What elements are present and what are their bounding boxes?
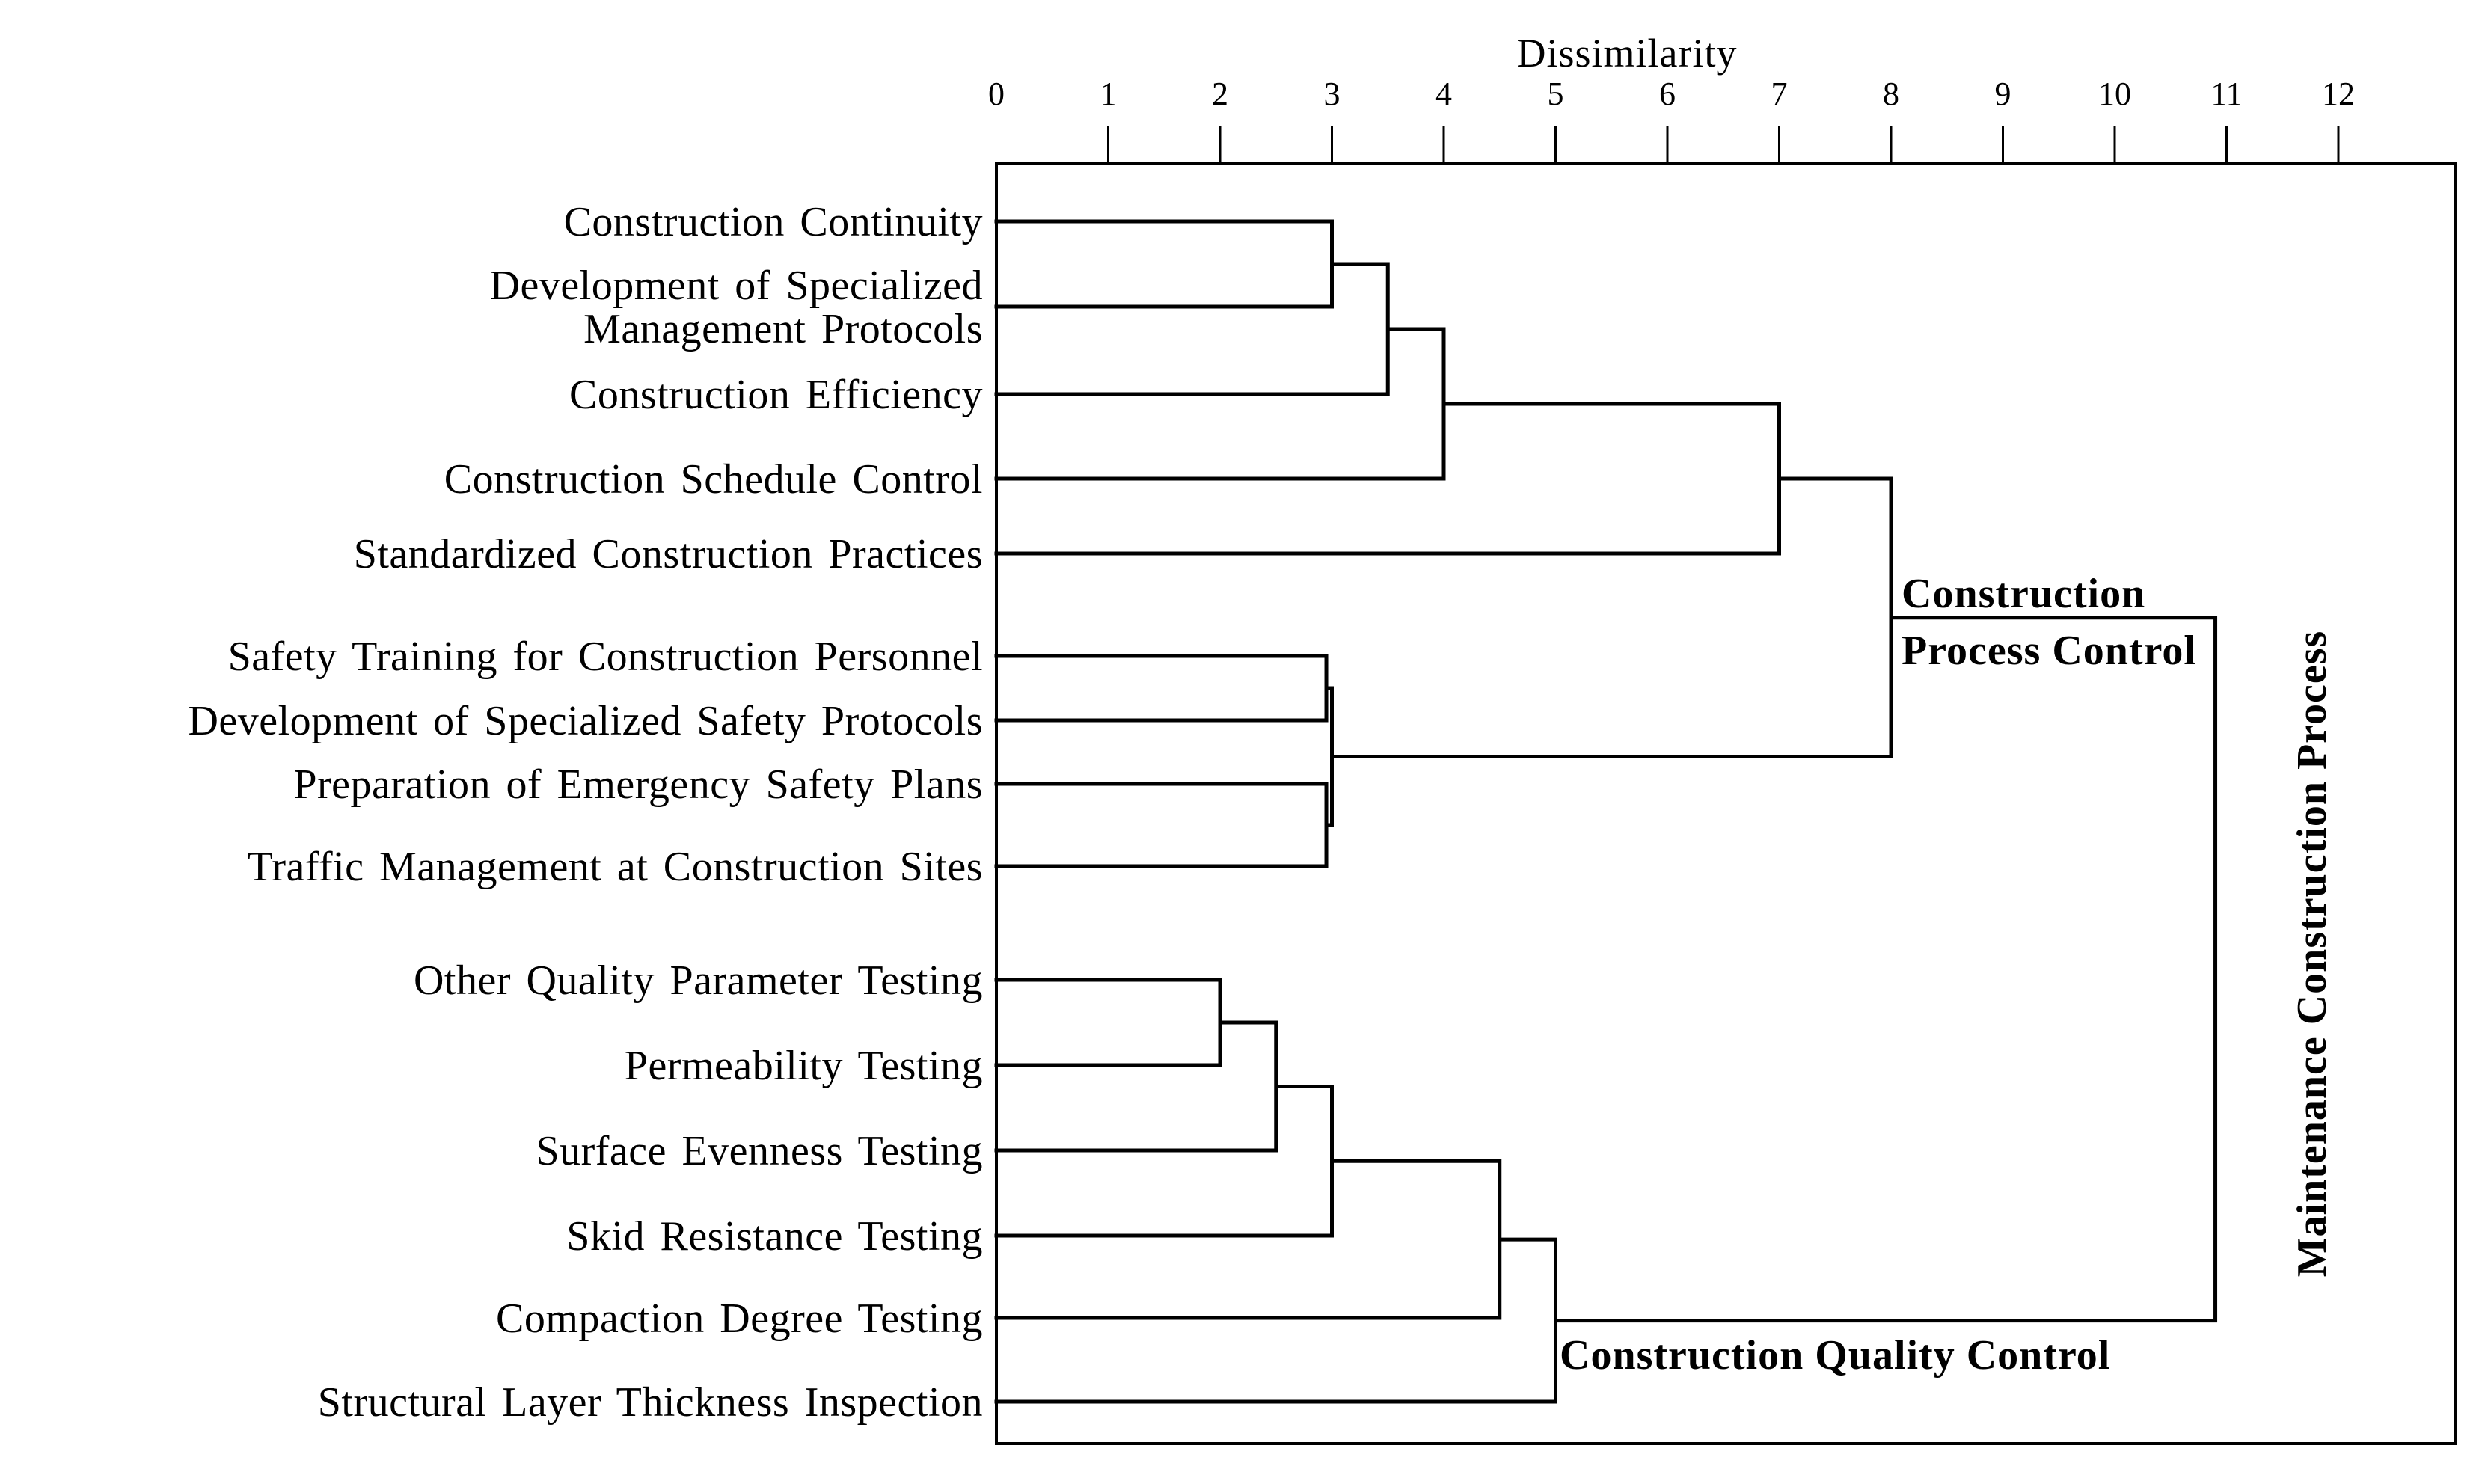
axis-tick-label: 12	[2322, 76, 2355, 112]
axis-tick-label: 9	[1995, 76, 2011, 112]
leaf-label: Construction Schedule Control	[444, 456, 983, 503]
dendrogram-links	[994, 219, 2218, 1404]
leaf-label: Safety Training for Construction Personn…	[228, 634, 983, 680]
axis-tick-label: 4	[1435, 76, 1452, 112]
axis-tick-label: 7	[1771, 76, 1788, 112]
leaf-label: Traffic Management at Construction Sites	[248, 844, 983, 890]
axis-tick-label: 0	[988, 76, 1005, 112]
cluster-label-construction-quality-control: Construction Quality Control	[1560, 1332, 2110, 1379]
leaf-label: Construction Efficiency	[569, 372, 983, 418]
axis-tick-label: 5	[1548, 76, 1564, 112]
axis-tick-label: 3	[1324, 76, 1340, 112]
leaf-label: Other Quality Parameter Testing	[414, 957, 983, 1004]
leaf-label: Preparation of Emergency Safety Plans	[293, 761, 983, 808]
plot-border	[995, 162, 2457, 1445]
leaf-label: Compaction Degree Testing	[496, 1296, 983, 1342]
axis-tick-label: 6	[1659, 76, 1676, 112]
leaf-label: Skid Resistance Testing	[566, 1213, 983, 1260]
leaf-label: Standardized Construction Practices	[354, 531, 983, 577]
axis-tick-label: 2	[1212, 76, 1228, 112]
cluster-label-maintenance-construction-process: Maintenance Construction Process	[2289, 631, 2335, 1278]
leaf-label: Structural Layer Thickness Inspection	[318, 1379, 983, 1426]
leaf-label: Permeability Testing	[625, 1043, 983, 1089]
leaf-label: Surface Evenness Testing	[536, 1128, 983, 1174]
leaf-label: Development of Specialized Safety Protoc…	[188, 698, 983, 744]
axis-tick-label: 11	[2210, 76, 2242, 112]
axis-tick-label: 10	[2098, 76, 2131, 112]
axis-title: Dissimilarity	[1516, 31, 1738, 76]
axis-tick-label: 1	[1100, 76, 1117, 112]
leaf-label: Construction Continuity	[564, 199, 983, 245]
axis-tick-label: 8	[1883, 76, 1899, 112]
